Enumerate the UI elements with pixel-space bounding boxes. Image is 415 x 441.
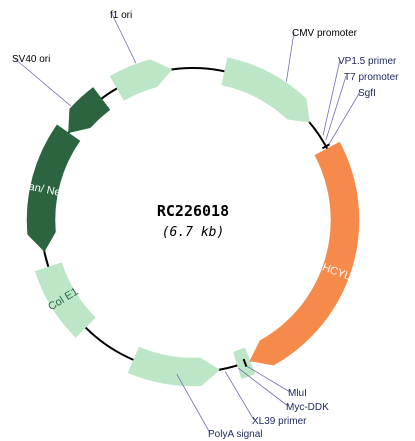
site-tick-sgfi: [321, 143, 330, 150]
callout-label-polya-signal: PolyA signal: [208, 429, 262, 440]
feature-sv40-ori: [68, 87, 111, 134]
callout-label-vp15-primer: VP1.5 primer: [338, 56, 397, 67]
plasmid-name: RC226018: [157, 202, 229, 220]
callout-label-sv40-ori: SV40 ori: [12, 54, 50, 65]
callout-label-cmv-promoter: CMV promoter: [292, 28, 358, 39]
callout-label-sgfi: SgfI: [358, 88, 376, 99]
callout-line-sv40-ori: [13, 57, 72, 107]
callout-line-mlui: [245, 365, 291, 393]
plasmid-size: (6.7 kb): [162, 225, 225, 240]
feature-arc-kan-neo: [26, 124, 81, 253]
callout-line-f1-ori: [111, 13, 137, 64]
callout-line-xl39-primer: [224, 371, 255, 421]
feature-arc-sv40-ori: [68, 87, 111, 134]
callout-label-f1-ori: f1 ori: [110, 10, 132, 21]
callout-label-t7-promoter: T7 promoter: [344, 72, 399, 83]
feature-arc-cmv-promoter: [221, 57, 310, 123]
feature-cmv-promoter: [221, 57, 310, 123]
feature-arc-f1-ori: [109, 59, 173, 101]
callout-line-cmv-promoter: [285, 31, 295, 82]
callout-line-vp15-primer: [322, 59, 341, 136]
feature-arc-col-e1: [34, 262, 96, 338]
feature-f1-ori: [109, 59, 173, 101]
site-tick-mlui: [242, 358, 248, 367]
feature-ahcyl2: AHCYL2: [249, 141, 360, 366]
feature-arc-polya: [127, 346, 220, 387]
callout-label-mlui: MluI: [288, 388, 307, 399]
feature-polya: [127, 346, 220, 387]
callout-label-myc-ddk: Myc-DDK: [286, 402, 329, 413]
callout-line-myc-ddk: [238, 367, 289, 407]
callout-line-sgfi: [328, 91, 361, 146]
feature-kan-neo: Kan/ Neo: [20, 124, 81, 253]
callout-line-polya-signal: [176, 373, 211, 434]
feature-arc-ahcyl2: [249, 141, 360, 366]
callout-line-t7-promoter: [325, 75, 347, 141]
feature-col-e1: Col E1: [34, 262, 96, 338]
callout-label-xl39-primer: XL39 primer: [252, 416, 307, 427]
